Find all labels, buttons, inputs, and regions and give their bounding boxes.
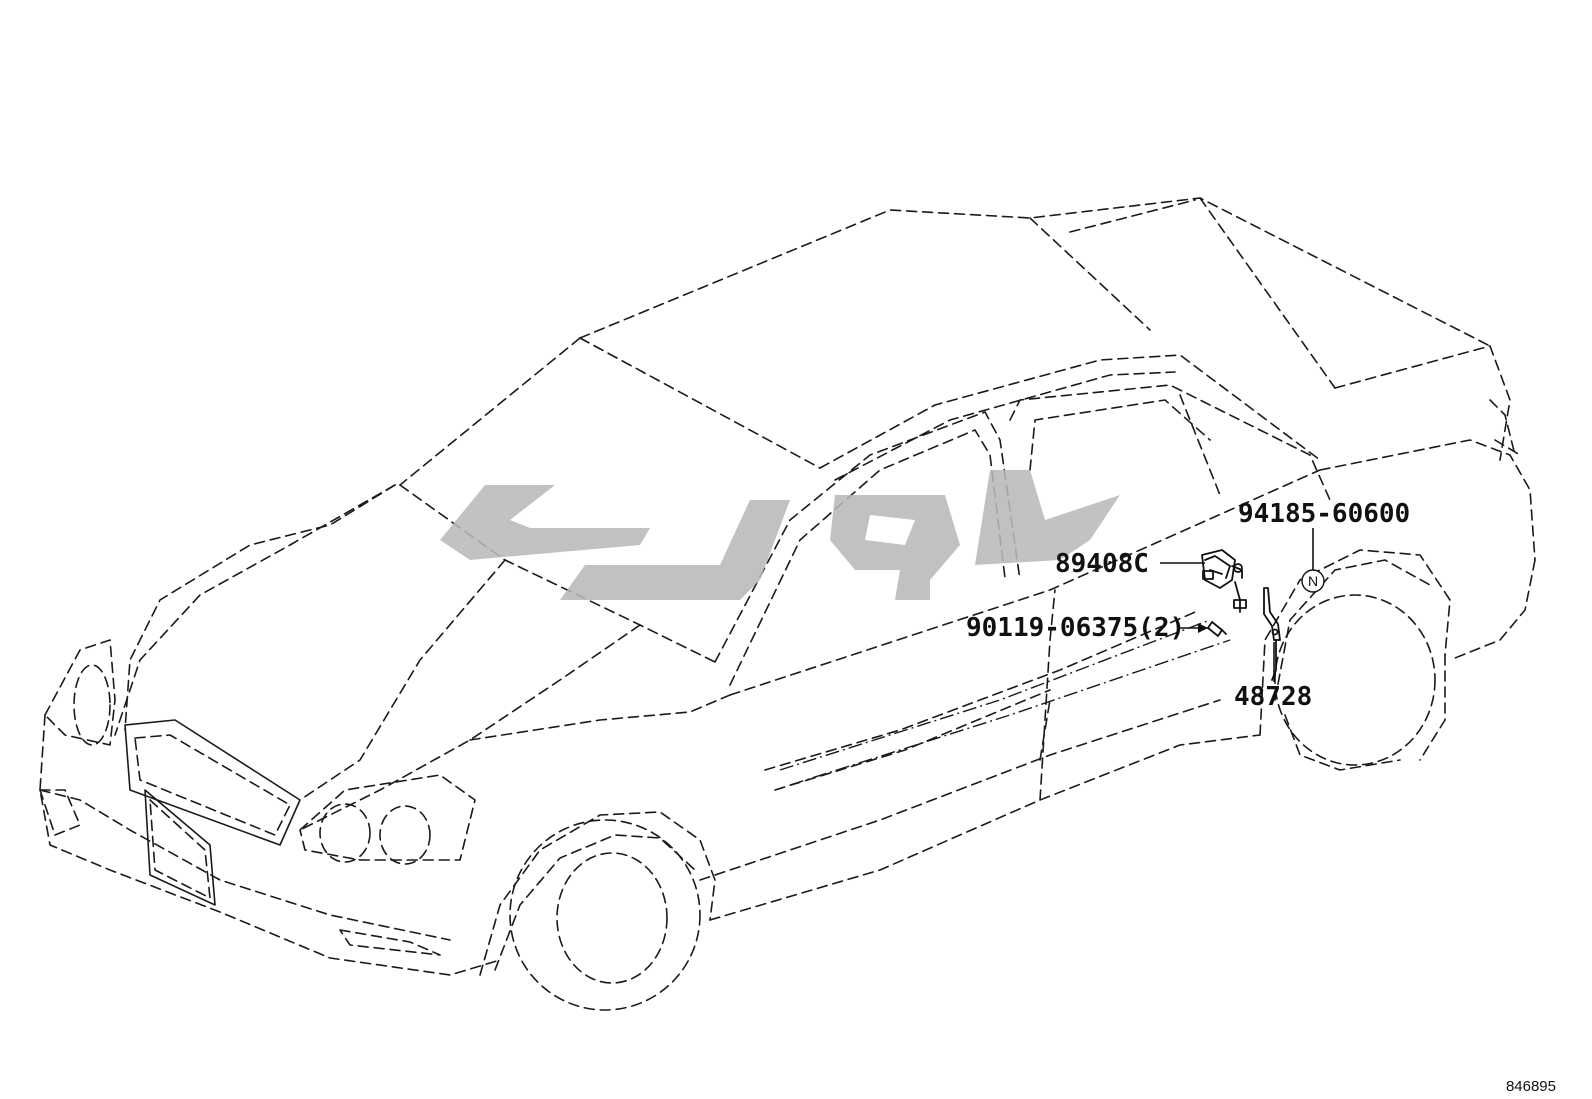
leader-lines <box>1160 528 1314 682</box>
part-number-94185-60600[interactable]: 94185-60600 <box>1238 499 1410 529</box>
link-bracket-icon[interactable] <box>1263 587 1281 681</box>
figure-number: 846895 <box>1506 1078 1556 1095</box>
part-number-89408c[interactable]: 89408C <box>1055 549 1149 579</box>
height-control-sensor-icon[interactable] <box>1201 549 1247 613</box>
part-number-90119-06375[interactable]: 90119-06375(2) <box>966 613 1185 643</box>
circled-n-icon: N <box>1301 569 1325 593</box>
bolt-icon[interactable] <box>1207 621 1227 637</box>
part-number-48728[interactable]: 48728 <box>1234 682 1312 712</box>
watermark-logo <box>440 470 1120 600</box>
car-phantom-outline <box>39 197 1536 1011</box>
note-symbol: N <box>1308 573 1318 589</box>
